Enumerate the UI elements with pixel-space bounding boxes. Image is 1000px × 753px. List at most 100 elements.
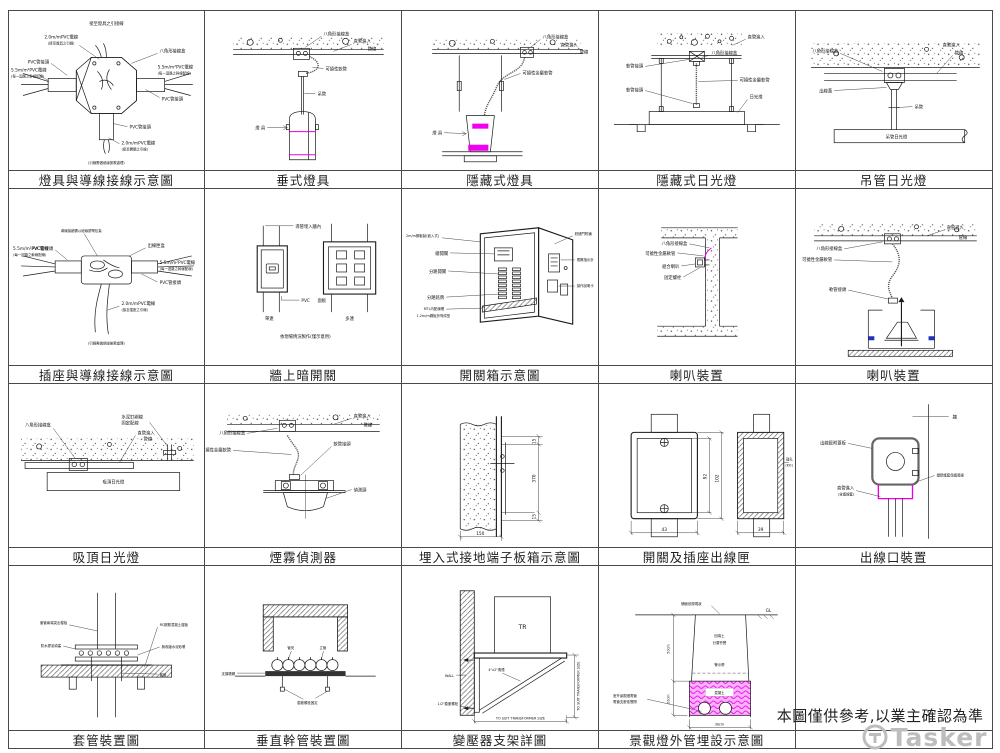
dim-label: 20cm [666,693,670,703]
wall-switch-drawing: 導管埋入牆內 PVC 面板 單連 多連 依現場情況製作(僅示意用) [256,222,377,340]
dim-label: 370 [532,474,538,482]
outlet-wiring-drawing: 導線接續需以絕緣膠帶包紮 PVC管接頭 5.5m/m²PVC電線 (每一迴路之幹… [13,227,196,344]
panel-title-bar: 吊管日光燈 [795,169,992,188]
callout-label: (引線需做絕緣披覆處理) [88,159,125,164]
panel-title-bar: 隱藏式日光燈 [598,169,795,188]
dim-label: TO SUIT TRANSFORMER SIZE [577,661,581,711]
callout-label: 吊管 [914,103,923,110]
panel-pendant-lamp: 八角形接線盒 直管進入 管線 可撓性軟管 吊管 燈 具 垂式燈具 [204,9,403,189]
panel-outlet-box: 92 102 43 39 敲孔 (KO) 開關及插座出線匣 [597,382,796,566]
panel-title: 垂式燈具 [276,172,331,188]
callout-label: 管線 [364,421,373,428]
panel-title: 套管裝置圖 [72,732,141,748]
sleeve-drawing: 套管兩端突出樓板 防水膠泥填塞 RC鋼筋混凝土樓板 無收縮水泥砂漿 套管 [39,592,188,717]
callout-label: 管線 [954,49,963,56]
callout-label: 導線接續需以絕緣膠帶包紮 [60,227,101,232]
panel-title: 變壓器支架詳圖 [452,732,548,748]
dim-label: TO SUIT TRANSFORMER SIZE [495,716,545,720]
panel-title: 插座與導線接線示意圖 [38,367,174,383]
panel-speaker-ceiling: 直管進入 管線 八角形接線盒 可撓性金屬軟管 軟管接頭 喇叭裝置 [794,187,993,384]
callout-label: 警示帶 [714,662,725,667]
callout-label: 軟管接頭 [626,62,644,69]
callout-label: WALL [445,674,454,678]
callout-label: 混凝土 [714,690,725,695]
callout-label: 室外景觀燈電管 [613,693,637,698]
callout-label: (接至燈具之引線) [47,40,74,45]
panel-title: 喇叭裝置 [866,367,921,383]
landscape-conduit-drawing: GL 鋪面依原現狀 回填土 分層夯實 警示帶 混凝土 50cm 20cm 30c… [613,600,778,729]
panel-title-bar: 隱藏式燈具 [402,169,598,188]
switch-box-drawing: 2m/m鋼板製(嵌入式) 總開關 分路開關 分路銘牌 MTL內配線槽 1.2m/… [406,226,595,325]
panel-concealed-fluorescent: 直管進入 軟管接頭 八角形接線盒 可撓性金屬軟管 軟管接頭 日光燈 隱藏式日光燈 [597,9,796,189]
callout-label: 鉸鏈門附鎖 [575,230,593,235]
callout-label: PVC管接頭 [161,95,183,102]
callout-label: 敲孔 [786,456,793,461]
panel-title-bar [795,729,992,748]
callout-label: 5.5m/m²PVC電線 [159,258,195,265]
panel-title: 開關箱示意圖 [459,367,541,383]
transformer-bracket-drawing: TR WALL 4"x2"角鐵 1/2"膨脹螺栓 TO SUIT TRANSFO… [438,589,581,723]
panel-speaker-wall: 八角形接線盒 可撓性金屬軟管 組合喇叭 固定螺栓 喇叭裝置 [597,187,796,384]
tasker-logo-icon [862,724,888,750]
callout-label: 出線匣附蓋板 [820,439,846,446]
panel-title: 隱藏式日光燈 [656,172,738,188]
panel-suspended-fluorescent: 吊管日光燈 八角形接線盒 直管進入 管線 出線蓋 吊管 吊管日光燈 [794,9,993,189]
callout-label: 鋪面依原現狀 [681,600,702,605]
callout-label: 水泥釘綁線 [121,413,143,420]
panel-title-bar: 喇叭裝置 [598,364,795,383]
callout-label: 可撓性金屬軟管 [205,446,232,453]
recessed-lamp-drawing: 八角形接線盒 直管進入 管線 可撓性金屬軟管 燈 具 [432,33,589,162]
callout-label: 直管進入 [946,223,964,230]
panel-wall-switch: 導管埋入牆內 PVC 面板 單連 多連 依現場情況製作(僅示意用) 牆上暗開關 [204,187,403,384]
callout-label: 面板 [318,297,327,304]
callout-label: (KO) [785,463,793,467]
callout-label: PVC [302,298,311,304]
fixture-label: 吊管日光燈 [885,133,907,140]
dim-label: 39 [758,526,764,532]
callout-label: 膨脹螺栓固定 [297,700,318,705]
ground-terminal-box-drawing: 15 370 15 150 [458,415,543,541]
callout-label: 總開關 [435,249,448,256]
callout-label: 依現場情況製作(僅示意用) [280,333,331,340]
dim-label: 150 [476,530,484,536]
callout-label: 電壓指示計 [577,256,595,261]
dim-label: 92 [702,473,708,479]
panel-title-bar: 吸頂日光燈 [8,546,205,565]
callout-label: 2.0m/mPVC電線 [121,139,155,146]
callout-label: 吊管 [318,90,327,97]
callout-label: 2.0m/mPVC電線 [121,300,155,307]
callout-label: 直管進入 [942,41,960,48]
callout-label: 5.5m/m²PVC電線 [13,244,49,251]
callout-label: GL [766,607,772,613]
callout-label: 軟管接頭 [626,86,644,93]
callout-label: 八角形接線盒 [324,30,350,37]
callout-label: 分路銘牌 [427,294,445,301]
callout-label: 管線 [368,45,377,52]
callout-label: 牆 [952,413,957,420]
callout-label: 2.0m/mPVC電線 [44,33,78,40]
callout-label: 燈 具 [432,129,443,136]
callout-label: (每一迴路之幹線配線) [11,73,45,78]
callout-label: 八角形接線盒 [220,429,246,436]
panel-title-bar: 景觀燈外管埋設示意圖 [598,729,795,748]
panel-title-bar: 套管裝置圖 [8,729,205,748]
panel-riser-pipes: 支撐槽鋼 管夾 立管 膨脹螺栓固定 垂直幹管裝置圖 [204,564,403,749]
callout-label: 套管兩端突出樓板 [39,619,67,624]
panel-title: 吊管日光燈 [859,172,928,188]
dim-label: 30cm [715,722,725,726]
callout-label: PVC管接頭 [159,279,181,286]
lamp-wiring-drawing: 接至燈具之引接線 2.0m/mPVC電線 (接至燈具之引線) PVC管接頭 5.… [11,20,194,165]
callout-label: 直管進入 [354,37,372,44]
panel-title-bar: 出線口裝置 [795,546,992,565]
callout-label: 燈 具 [256,124,267,131]
callout-label: 回填土 [714,632,725,637]
watermark-text: Tasker [890,722,988,752]
callout-label: 直管進入 [354,412,372,419]
callout-label: PVC管接頭 [129,123,151,130]
panel-disclaimer: 本圖僅供參考,以業主確認為準 Tasker [777,564,993,752]
panel-title: 垂直幹管裝置圖 [255,732,351,748]
callout-label: 八角形接線盒 [25,421,51,428]
callout-label: (含護線套) [838,491,855,496]
callout-label: (每一迴路之幹線配線) [13,251,47,256]
panel-title-bar: 垂式燈具 [205,169,402,188]
